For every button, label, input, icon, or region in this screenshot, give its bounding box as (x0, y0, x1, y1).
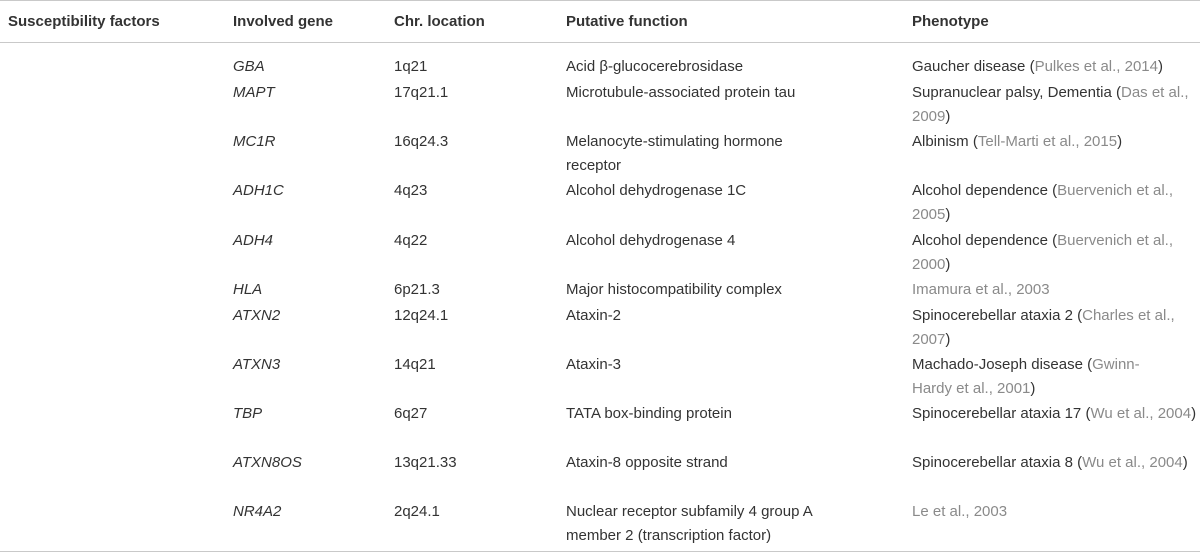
header-putative-function: Putative function (566, 12, 688, 30)
chr-cell: 6p21.3 (394, 281, 440, 298)
chr-cell: 13q21.33 (394, 454, 457, 471)
phenotype-tail: ) (1191, 405, 1197, 422)
phenotype-cell: Spinocerebellar ataxia 17 (Wu et al., 20… (912, 402, 1197, 426)
chr-cell: 14q21 (394, 356, 436, 373)
chr-cell: 4q23 (394, 182, 428, 199)
function-cell: Ataxin-3 (566, 356, 622, 373)
gene-cell: ATXN3 (233, 356, 281, 373)
phenotype-cell: Gaucher disease (Pulkes et al., 2014) (912, 55, 1197, 79)
phenotype-text: Machado-Joseph disease ( (912, 356, 1093, 373)
chr-cell: 6q27 (394, 405, 428, 422)
reference-link[interactable]: Le et al., 2003 (912, 503, 1008, 520)
phenotype-cell: Machado-Joseph disease (Gwinn-Hardy et a… (912, 353, 1152, 401)
function-cell: Ataxin-2 (566, 307, 622, 324)
phenotype-text: Supranuclear palsy, Dementia ( (912, 84, 1121, 101)
phenotype-tail: ) (945, 206, 951, 223)
phenotype-cell: Spinocerebellar ataxia 8 (Wu et al., 200… (912, 451, 1197, 475)
phenotype-cell: Imamura et al., 2003 (912, 278, 1197, 302)
phenotype-cell: Le et al., 2003 (912, 500, 1197, 524)
function-cell: Major histocompatibility complex (566, 281, 782, 298)
phenotype-cell: Supranuclear palsy, Dementia (Das et al.… (912, 81, 1197, 129)
function-cell: Nuclear receptor subfamily 4 group A mem… (566, 503, 812, 544)
reference-link[interactable]: Buervenich et al., 2005 (912, 182, 1174, 223)
chr-cell: 4q22 (394, 232, 428, 249)
chr-cell: 16q24.3 (394, 133, 449, 150)
reference-link[interactable]: Gwinn-Hardy et al., 2001 (912, 356, 1140, 397)
reference-link[interactable]: Pulkes et al., 2014 (1034, 58, 1158, 75)
phenotype-cell: Alcohol dependence (Buervenich et al., 2… (912, 229, 1197, 277)
function-cell: Alcohol dehydrogenase 1C (566, 182, 747, 199)
phenotype-tail: ) (1158, 58, 1163, 75)
function-cell: Melanocyte-stimulating hormone receptor (566, 133, 783, 174)
gene-cell: TBP (233, 405, 263, 422)
reference-link[interactable]: Buervenich et al., 2000 (912, 232, 1174, 273)
function-cell: Alcohol dehydrogenase 4 (566, 232, 736, 249)
phenotype-tail: ) (945, 256, 951, 273)
reference-link[interactable]: Tell-Marti et al., 2015 (977, 133, 1118, 150)
function-cell: TATA box-binding protein (566, 405, 732, 422)
phenotype-text: Alcohol dependence ( (912, 232, 1058, 249)
chr-cell: 17q21.1 (394, 84, 449, 101)
gene-cell: ATXN8OS (233, 454, 302, 471)
gene-cell: ATXN2 (233, 307, 281, 324)
gene-cell: NR4A2 (233, 503, 282, 520)
phenotype-tail: ) (945, 108, 951, 125)
function-cell: Acid β-glucocerebrosidase (566, 58, 744, 75)
gene-cell: HLA (233, 281, 263, 298)
chr-cell: 1q21 (394, 58, 428, 75)
phenotype-tail: ) (1030, 380, 1036, 397)
chr-cell: 2q24.1 (394, 503, 440, 520)
reference-link[interactable]: Charles et al., 2007 (912, 307, 1175, 348)
reference-link[interactable]: Das et al., 2009 (912, 84, 1189, 125)
chr-cell: 12q24.1 (394, 307, 449, 324)
gene-cell: MAPT (233, 84, 275, 101)
phenotype-text: Alcohol dependence ( (912, 182, 1058, 199)
phenotype-cell: Alcohol dependence (Buervenich et al., 2… (912, 179, 1197, 227)
phenotype-text: Spinocerebellar ataxia 2 ( (912, 307, 1083, 324)
phenotype-text: Albinism ( (912, 133, 978, 150)
phenotype-text: Gaucher disease ( (912, 58, 1035, 75)
phenotype-tail: ) (1182, 454, 1188, 471)
function-cell: Microtubule-associated protein tau (566, 84, 796, 101)
phenotype-text: Spinocerebellar ataxia 8 ( (912, 454, 1083, 471)
reference-link[interactable]: Wu et al., 2004 (1090, 405, 1192, 422)
header-rule (0, 42, 1200, 43)
header-chr-location: Chr. location (394, 12, 485, 30)
phenotype-text: Spinocerebellar ataxia 17 ( (912, 405, 1091, 422)
phenotype-cell: Albinism (Tell-Marti et al., 2015) (912, 130, 1197, 154)
phenotype-cell: Spinocerebellar ataxia 2 (Charles et al.… (912, 304, 1197, 352)
gene-cell: ADH1C (233, 182, 284, 199)
table-bottom-rule (0, 551, 1200, 552)
header-susceptibility: Susceptibility factors (8, 12, 160, 30)
header-gene: Involved gene (233, 12, 334, 30)
reference-link[interactable]: Wu et al., 2004 (1082, 454, 1183, 471)
gene-cell: ADH4 (233, 232, 274, 249)
gene-cell: MC1R (233, 133, 276, 150)
function-cell: Ataxin-8 opposite strand (566, 454, 728, 471)
gene-cell: GBA (233, 58, 265, 75)
table-top-rule (0, 0, 1200, 1)
phenotype-tail: ) (1117, 133, 1123, 150)
header-phenotype: Phenotype (912, 12, 989, 30)
reference-link[interactable]: Imamura et al., 2003 (912, 281, 1050, 298)
phenotype-tail: ) (945, 331, 951, 348)
